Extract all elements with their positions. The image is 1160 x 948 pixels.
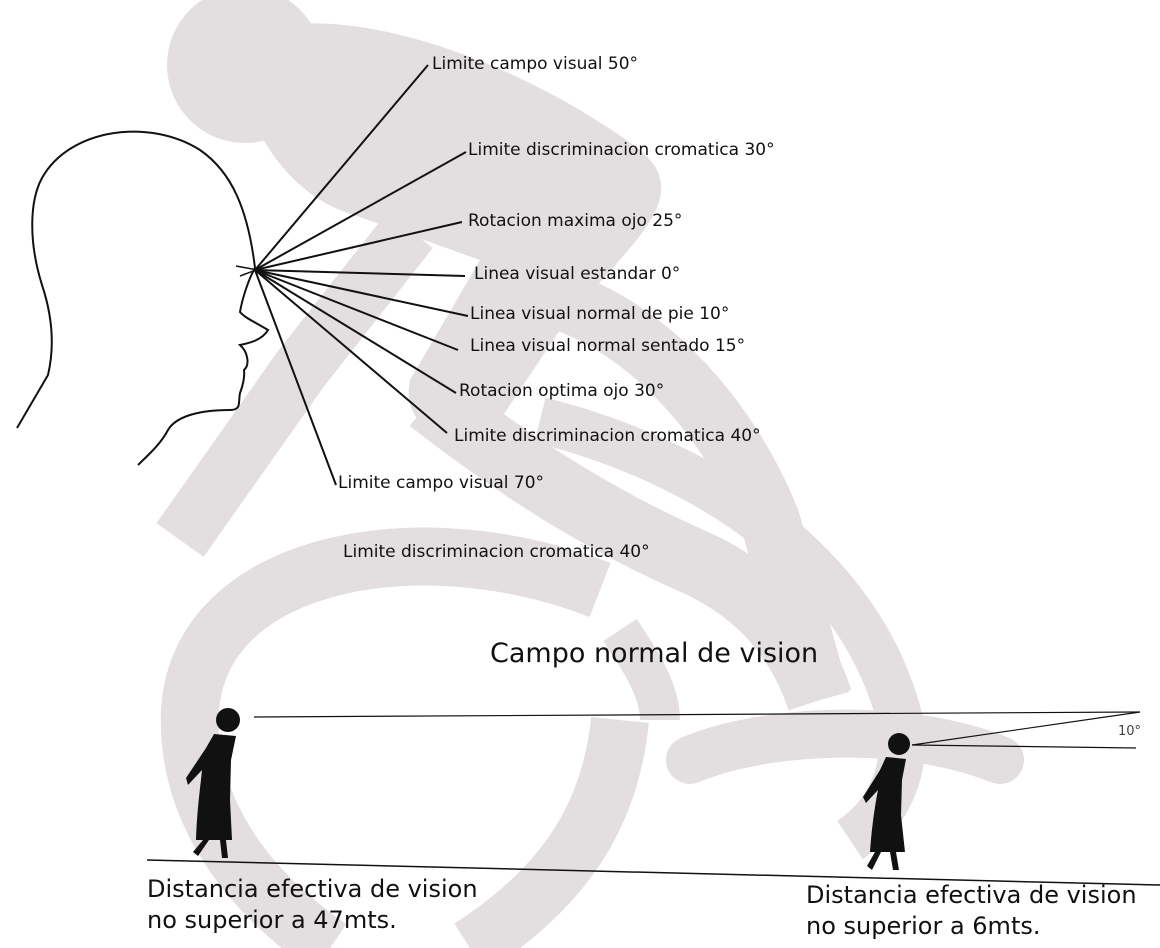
ray-estandar-0 bbox=[254, 269, 466, 277]
ray-cromatica-30 bbox=[254, 151, 467, 271]
label-cromatica-40-extra: Limite discriminacion cromatica 40° bbox=[343, 542, 650, 562]
head-profile bbox=[16, 130, 270, 466]
watermark-arm bbox=[156, 212, 433, 557]
wheelchair-watermark bbox=[156, 0, 1024, 948]
label-campo-visual-50: Limite campo visual 50° bbox=[432, 54, 639, 74]
ray-pie-10 bbox=[254, 269, 469, 317]
label-cromatica-30: Limite discriminacion cromatica 30° bbox=[468, 140, 775, 160]
watermark-wheel bbox=[160, 527, 649, 948]
watermark-torso bbox=[235, 23, 662, 435]
watermark-wheel-inner bbox=[603, 618, 680, 722]
caption-right-line2: no superior a 6mts. bbox=[806, 912, 1041, 940]
label-rotacion-maxima-25: Rotacion maxima ojo 25° bbox=[468, 211, 683, 231]
ground-line bbox=[146, 859, 1160, 886]
sight-line-right-lower bbox=[911, 744, 1137, 749]
label-cromatica-40: Limite discriminacion cromatica 40° bbox=[454, 426, 761, 446]
ray-rotacion-optima-30 bbox=[254, 269, 457, 394]
ray-sentado-15 bbox=[254, 269, 459, 351]
caption-left-line1: Distancia efectiva de vision bbox=[147, 875, 478, 903]
label-estandar-0: Linea visual estandar 0° bbox=[474, 264, 681, 284]
ray-campo-visual-70 bbox=[254, 269, 337, 486]
caption-right-line1: Distancia efectiva de vision bbox=[806, 881, 1137, 909]
label-rotacion-optima-30: Rotacion optima ojo 30° bbox=[459, 381, 665, 401]
label-sentado-15: Linea visual normal sentado 15° bbox=[470, 336, 746, 356]
label-campo-visual-70: Limite campo visual 70° bbox=[338, 473, 545, 493]
person-left bbox=[186, 708, 240, 858]
watermark-footrest bbox=[666, 709, 1024, 784]
ray-cromatica-40 bbox=[254, 269, 448, 434]
ray-rotacion-maxima-25 bbox=[254, 221, 463, 271]
sight-line-left bbox=[253, 711, 1141, 718]
angle-marker-10: 10° bbox=[1118, 724, 1142, 739]
person-right bbox=[863, 733, 910, 870]
ray-campo-visual-50 bbox=[254, 64, 429, 271]
sight-line-right-upper bbox=[911, 711, 1141, 746]
caption-left-line2: no superior a 47mts. bbox=[147, 906, 397, 934]
label-pie-10: Linea visual normal de pie 10° bbox=[470, 304, 730, 324]
vision-rays bbox=[254, 64, 469, 486]
section-title: Campo normal de vision bbox=[490, 638, 819, 669]
